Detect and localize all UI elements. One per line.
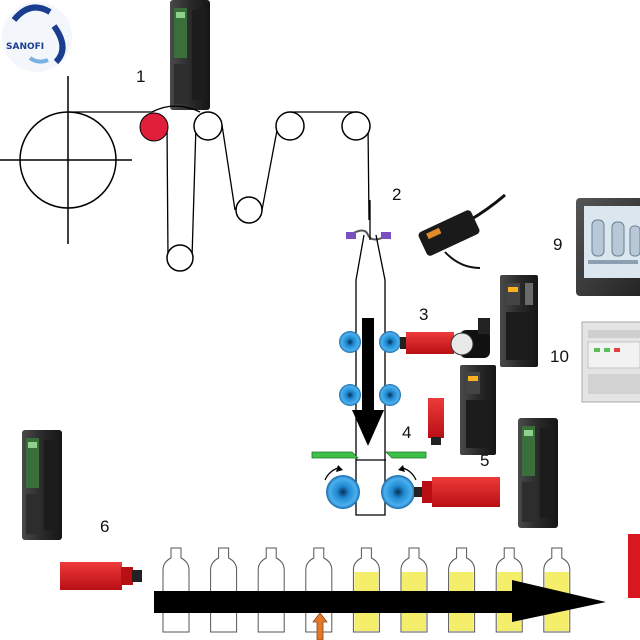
- blue-roller: [339, 384, 361, 406]
- label-6: 6: [100, 517, 109, 536]
- hmi-touchscreen: [576, 198, 640, 296]
- tension-roller: [139, 112, 169, 142]
- bottle-outline: [305, 547, 333, 633]
- conveyor-arrow: [154, 580, 606, 622]
- inverter-drive-top: [170, 0, 210, 110]
- red-motor-4: [428, 398, 444, 445]
- logo-text: SANOFI: [6, 42, 44, 52]
- label-5: 5: [480, 451, 489, 470]
- servo-drive-4: [460, 365, 496, 455]
- fiber-optic-sensor: [346, 193, 506, 269]
- red-motor-5: [414, 477, 500, 507]
- red-motor-6: [60, 562, 142, 590]
- bottle-empty: [257, 547, 285, 633]
- label-1: 1: [136, 67, 145, 86]
- film-reel: [0, 76, 132, 244]
- guide-roller: [193, 111, 223, 141]
- guide-roller: [166, 244, 194, 272]
- blue-roller: [339, 331, 361, 353]
- label-3: 3: [419, 305, 428, 324]
- bottle-outline: [210, 547, 238, 633]
- drive-rollers: [324, 465, 417, 509]
- forming-tube: [355, 200, 386, 516]
- plc-controller: [581, 321, 640, 403]
- blue-roller-large: [326, 475, 360, 509]
- bottle-outline: [543, 547, 571, 633]
- guide-roller: [341, 111, 371, 141]
- blue-roller-large: [381, 475, 415, 509]
- bottle-outline: [352, 547, 380, 633]
- bottle-filled: [352, 547, 380, 633]
- blue-roller: [379, 384, 401, 406]
- red-motor-edge: [628, 534, 640, 598]
- bottle-empty: [210, 547, 238, 633]
- red-motor-3: [400, 332, 454, 354]
- bottle-outline: [257, 547, 285, 633]
- bottle-filled: [400, 547, 428, 633]
- bottle-empty: [305, 547, 333, 633]
- bottle-outline: [162, 547, 190, 633]
- bottle-filled: [448, 547, 476, 633]
- bottle-row: [162, 547, 571, 633]
- feed-direction-arrow: [352, 318, 384, 446]
- guide-roller: [235, 196, 263, 224]
- bottle-outline: [400, 547, 428, 633]
- position-marker: [312, 612, 328, 640]
- inverter-drive-5: [518, 418, 558, 528]
- bottle-outline: [495, 547, 523, 633]
- servo-drive-3: [500, 275, 538, 367]
- inverter-drive-6: [22, 430, 62, 540]
- label-4: 4: [402, 423, 411, 442]
- bottle-empty: [162, 547, 190, 633]
- film-path: [68, 105, 370, 259]
- label-10: 10: [550, 347, 569, 366]
- blue-roller: [379, 331, 401, 353]
- feed-rollers: [339, 331, 401, 406]
- servo-motor: [450, 318, 490, 358]
- film-rollers: [166, 111, 371, 272]
- guide-roller: [275, 111, 305, 141]
- cutter-blades: [311, 451, 427, 461]
- sanofi-logo: SANOFI: [2, 2, 72, 72]
- label-9: 9: [553, 235, 562, 254]
- label-2: 2: [392, 185, 401, 204]
- bottle-outline: [448, 547, 476, 633]
